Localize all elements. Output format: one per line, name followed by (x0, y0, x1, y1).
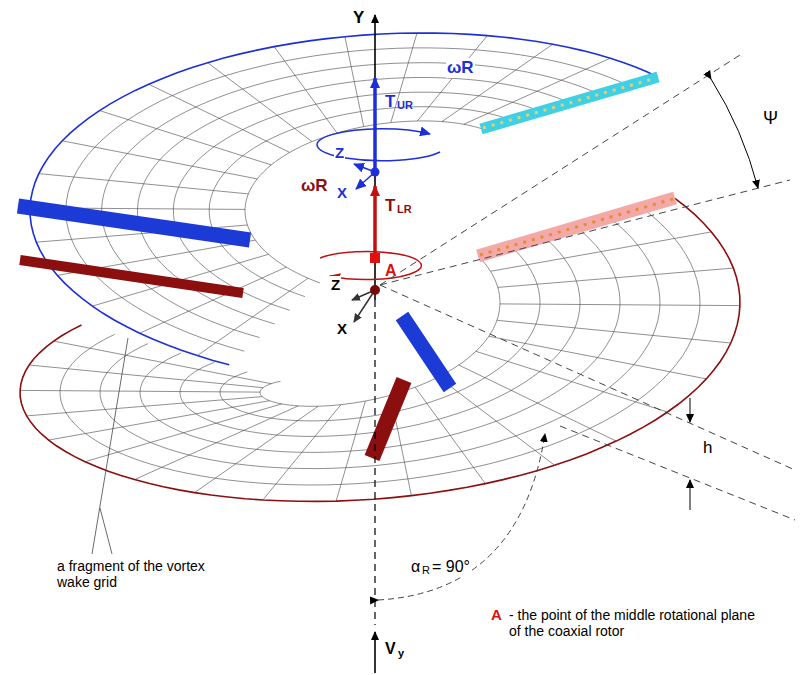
vortex-wake-grid (20, 33, 740, 501)
plane-line (380, 285, 795, 470)
rotation-label: ωR (446, 58, 475, 78)
lower-blade (20, 260, 243, 293)
force-subscript: UR (396, 99, 414, 112)
angle-label: α (410, 558, 421, 576)
thrust-arrow (373, 78, 377, 170)
x-axis (354, 290, 375, 322)
y-axis-dashed (374, 300, 375, 625)
upper-blade-wake-start (481, 77, 658, 129)
axis-label: X (336, 320, 348, 337)
azimuth-line (380, 55, 740, 285)
point-label: A (384, 262, 398, 280)
rotation-label: ωR (300, 176, 329, 196)
rotation-arrow (317, 129, 440, 161)
leader-line (92, 338, 128, 554)
velocity-subscript: y (397, 647, 405, 660)
velocity-arrow (374, 632, 376, 673)
axis-label: Z (334, 144, 345, 161)
upper-blade (18, 206, 250, 240)
force-label: T (384, 196, 396, 216)
dimension-arrow (690, 480, 691, 510)
azimuth-arc (711, 79, 758, 188)
axis-label: X (336, 184, 348, 201)
thrust-arrow (373, 186, 377, 258)
azimuth-line (380, 180, 790, 285)
point-label: A (490, 606, 503, 623)
upper-rotor-center (371, 168, 380, 177)
angle-subscript: R (421, 564, 431, 577)
lower-blade-wake-start (478, 198, 675, 256)
force-subscript: LR (396, 203, 413, 216)
angle-label: Ψ (762, 108, 779, 129)
leader-line (100, 508, 112, 554)
force-label: T (384, 92, 396, 112)
velocity-label: V (384, 640, 397, 658)
note-text: - the point of the middle rotational pla… (508, 607, 760, 639)
lower-rotor-center (370, 285, 380, 295)
dimension-arrow (690, 398, 691, 422)
plane-line (560, 426, 795, 520)
callout-note: a fragment of the vortex wake grid (56, 558, 236, 590)
angle-value: = 90° (431, 558, 471, 576)
blade-vortex-points (480, 199, 673, 255)
lower-blade (372, 380, 404, 458)
angle-arc (378, 434, 545, 600)
axis-label: Y (352, 8, 365, 28)
dimension-label: h (702, 438, 713, 458)
blade-vortex-points (483, 78, 656, 128)
axis-label: Z (330, 276, 341, 293)
point-a (370, 253, 380, 263)
upper-blade (402, 316, 450, 388)
